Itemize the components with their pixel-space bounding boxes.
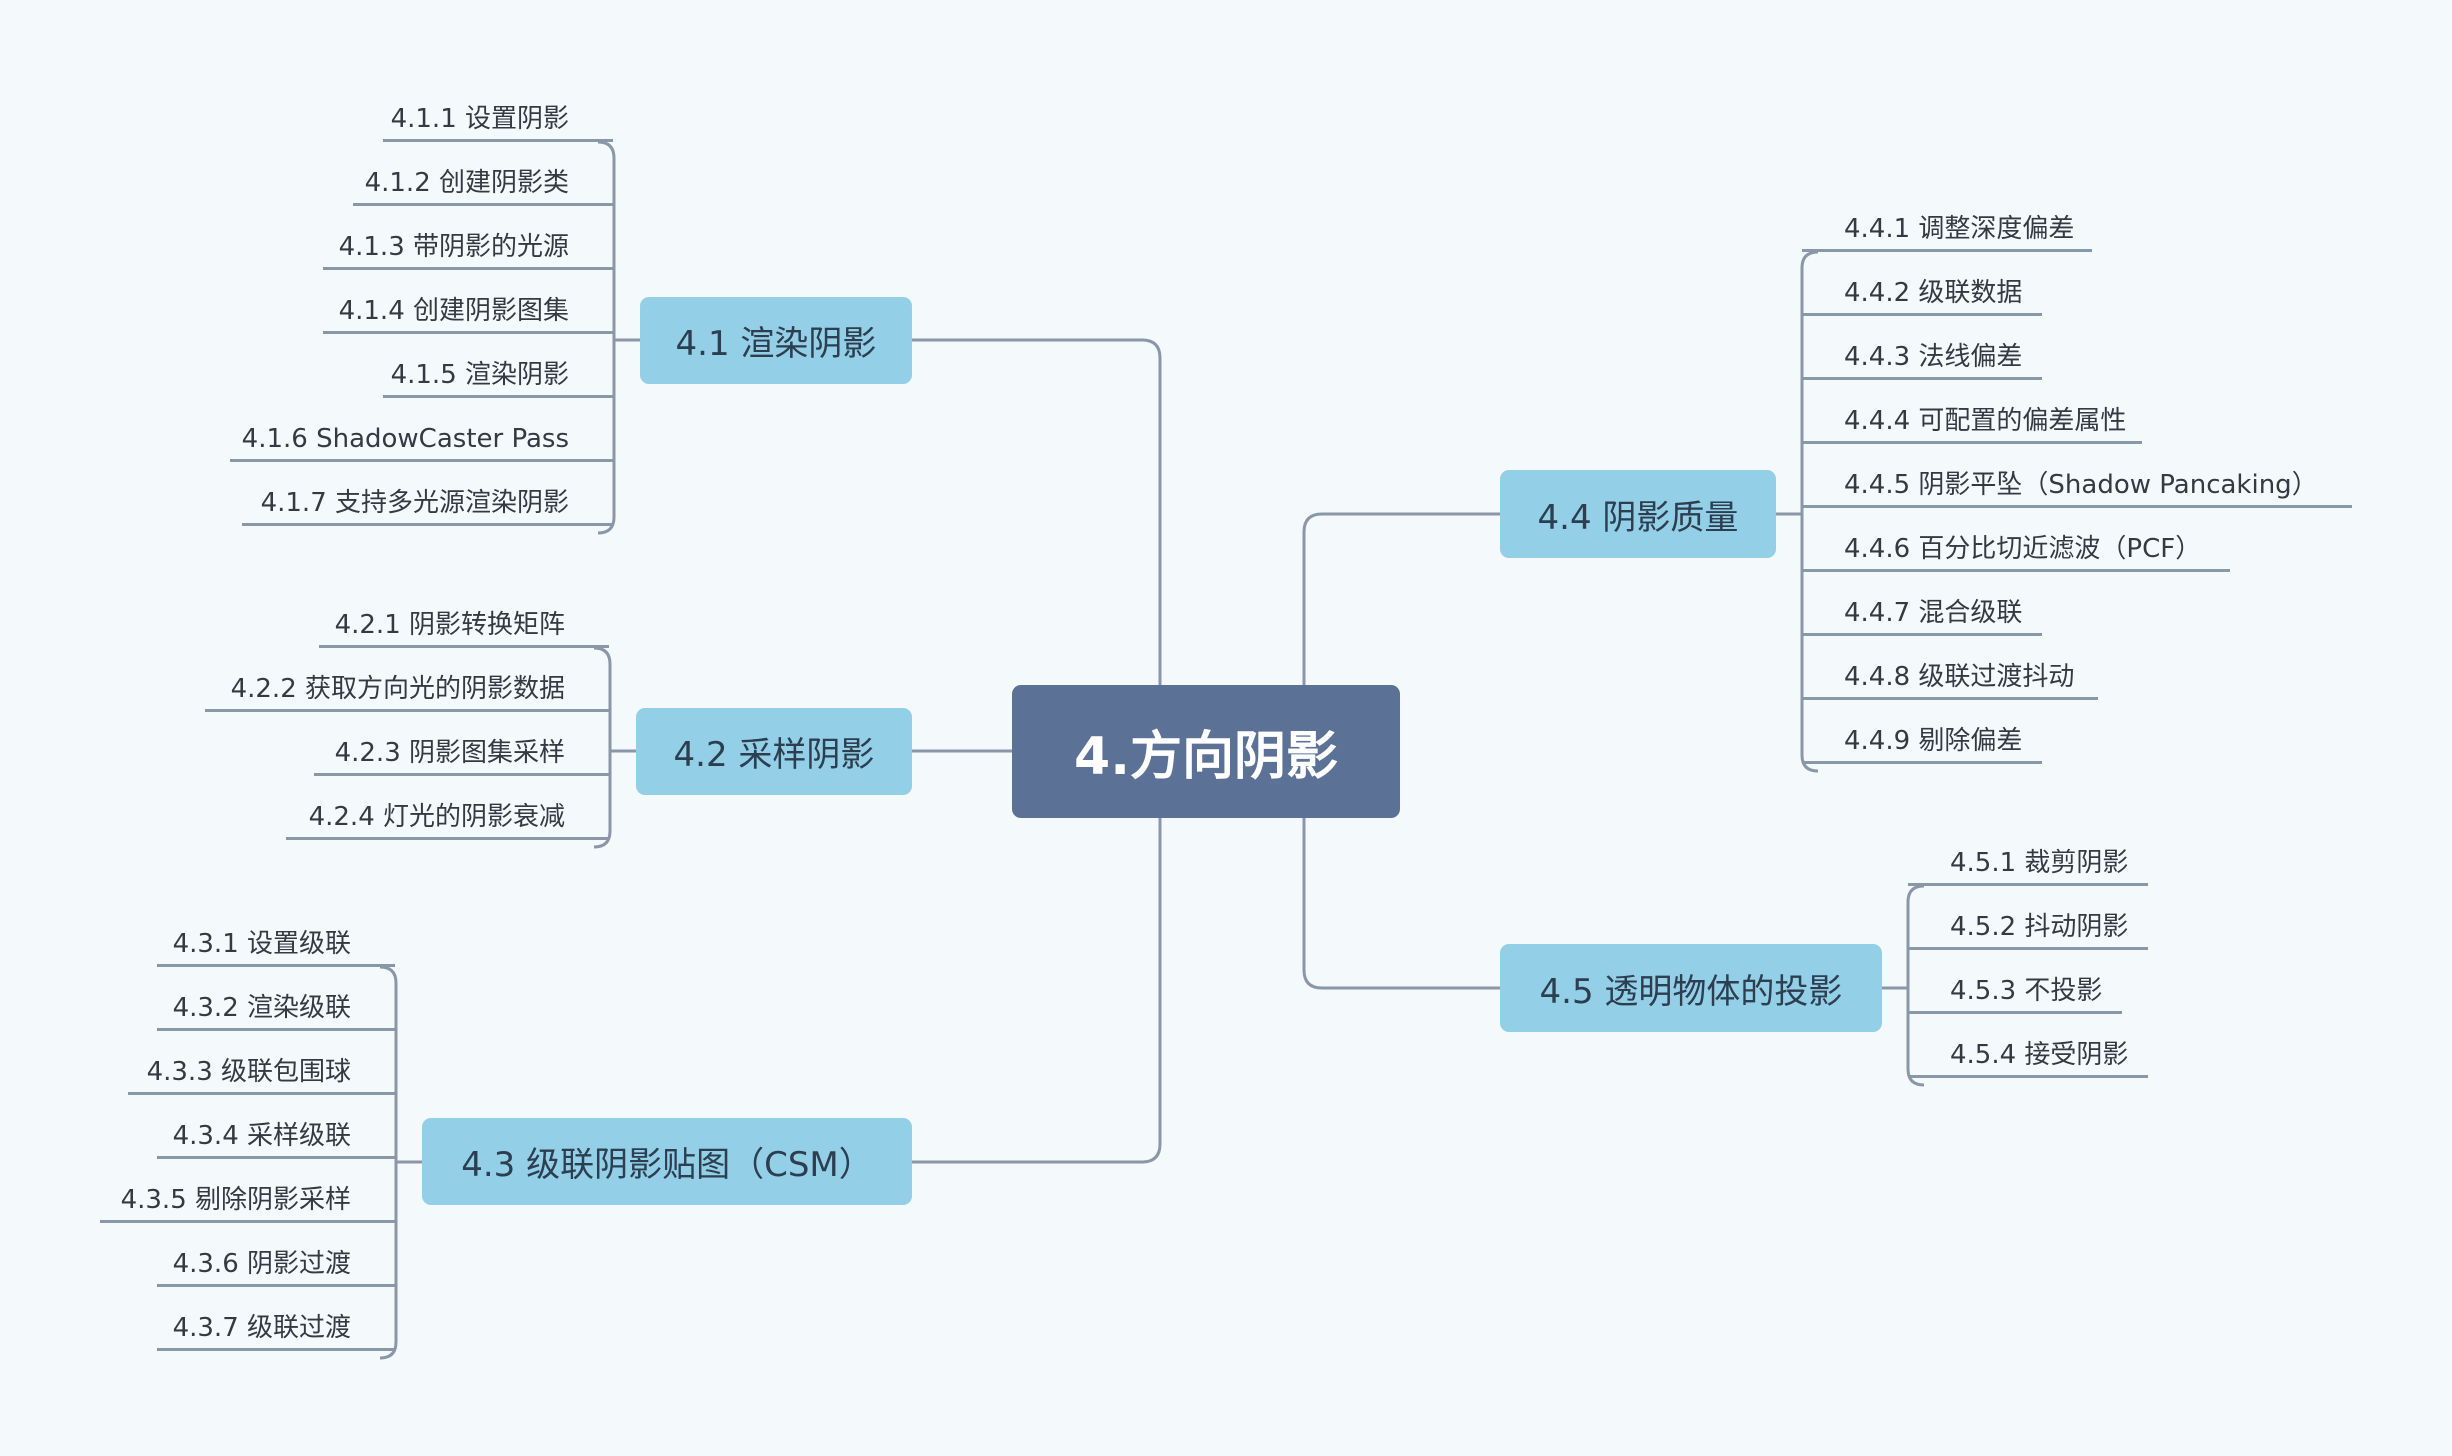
connector-line <box>379 983 398 1360</box>
leaf-topic-4-1-2[interactable]: 4.1.2 创建阴影类 <box>353 164 613 206</box>
leaf-topic-4-2-3[interactable]: 4.2.3 阴影图集采样 <box>314 734 609 776</box>
connector-line <box>1800 250 1819 269</box>
leaf-topic-label: 4.3.1 设置级联 <box>172 929 351 959</box>
leaf-topic-label: 4.4.8 级联过渡抖动 <box>1844 662 2075 692</box>
connector-line <box>593 646 612 665</box>
branch-topic-4-1[interactable]: 4.1 渲染阴影 <box>640 297 912 384</box>
branch-topic-label: 4.2 采样阴影 <box>673 735 875 775</box>
leaf-topic-label: 4.5.4 接受阴影 <box>1950 1040 2129 1070</box>
leaf-topic-label: 4.3.5 剔除阴影采样 <box>120 1185 351 1215</box>
connector-line <box>1302 512 1500 685</box>
root-topic[interactable]: 4.方向阴影 <box>1012 685 1400 818</box>
leaf-topic-4-4-1[interactable]: 4.4.1 调整深度偏差 <box>1802 210 2092 252</box>
leaf-topic-label: 4.4.4 可配置的偏差属性 <box>1844 406 2127 436</box>
leaf-topic-label: 4.4.1 调整深度偏差 <box>1844 214 2075 244</box>
leaf-topic-label: 4.2.3 阴影图集采样 <box>334 738 565 768</box>
leaf-topic-4-4-2[interactable]: 4.4.2 级联数据 <box>1802 274 2042 316</box>
leaf-topic-4-4-6[interactable]: 4.4.6 百分比切近滤波（PCF） <box>1802 530 2230 572</box>
connector-line <box>912 818 1162 1164</box>
branch-topic-label: 4.3 级联阴影贴图（CSM） <box>461 1145 873 1185</box>
leaf-topic-4-4-8[interactable]: 4.4.8 级联过渡抖动 <box>1802 658 2098 700</box>
leaf-topic-4-1-5[interactable]: 4.1.5 渲染阴影 <box>383 356 613 398</box>
leaf-topic-label: 4.4.6 百分比切近滤波（PCF） <box>1844 534 2202 564</box>
leaf-topic-label: 4.1.1 设置阴影 <box>390 104 569 134</box>
leaf-topic-4-3-5[interactable]: 4.3.5 剔除阴影采样 <box>100 1181 395 1223</box>
leaf-topic-label: 4.1.3 带阴影的光源 <box>338 232 569 262</box>
leaf-topic-label: 4.5.2 抖动阴影 <box>1950 912 2129 942</box>
leaf-topic-4-4-3[interactable]: 4.4.3 法线偏差 <box>1802 338 2042 380</box>
connector-line <box>1800 268 1819 773</box>
leaf-topic-4-1-3[interactable]: 4.1.3 带阴影的光源 <box>323 228 613 270</box>
leaf-topic-label: 4.3.4 采样级联 <box>172 1121 351 1151</box>
leaf-topic-4-3-1[interactable]: 4.3.1 设置级联 <box>157 925 395 967</box>
branch-topic-label: 4.1 渲染阴影 <box>675 324 877 364</box>
leaf-topic-label: 4.3.6 阴影过渡 <box>172 1249 351 1279</box>
leaf-topic-label: 4.3.2 渲染级联 <box>172 993 351 1023</box>
branch-topic-4-5[interactable]: 4.5 透明物体的投影 <box>1500 944 1882 1032</box>
leaf-topic-4-5-1[interactable]: 4.5.1 裁剪阴影 <box>1908 844 2148 886</box>
leaf-topic-4-2-4[interactable]: 4.2.4 灯光的阴影衰减 <box>286 798 609 840</box>
leaf-topic-4-4-5[interactable]: 4.4.5 阴影平坠（Shadow Pancaking） <box>1802 466 2352 508</box>
leaf-topic-4-1-7[interactable]: 4.1.7 支持多光源渲染阴影 <box>242 484 613 526</box>
connector-line <box>593 664 612 849</box>
leaf-topic-4-3-7[interactable]: 4.3.7 级联过渡 <box>157 1309 395 1351</box>
leaf-topic-label: 4.4.5 阴影平坠（Shadow Pancaking） <box>1844 470 2318 500</box>
leaf-topic-label: 4.3.3 级联包围球 <box>146 1057 351 1087</box>
branch-topic-4-4[interactable]: 4.4 阴影质量 <box>1500 470 1776 558</box>
leaf-topic-4-3-3[interactable]: 4.3.3 级联包围球 <box>128 1053 395 1095</box>
branch-topic-4-2[interactable]: 4.2 采样阴影 <box>636 708 912 795</box>
leaf-topic-label: 4.1.2 创建阴影类 <box>364 168 569 198</box>
leaf-topic-4-1-4[interactable]: 4.1.4 创建阴影图集 <box>323 292 613 334</box>
leaf-topic-4-2-1[interactable]: 4.2.1 阴影转换矩阵 <box>319 606 609 648</box>
leaf-topic-4-4-9[interactable]: 4.4.9 剔除偏差 <box>1802 722 2042 764</box>
leaf-topic-label: 4.5.1 裁剪阴影 <box>1950 848 2129 878</box>
leaf-topic-label: 4.2.2 获取方向光的阴影数据 <box>230 674 565 704</box>
connector-line <box>912 338 1162 685</box>
leaf-topic-label: 4.1.7 支持多光源渲染阴影 <box>260 488 569 518</box>
branch-topic-label: 4.4 阴影质量 <box>1537 497 1739 538</box>
root-topic-label: 4.方向阴影 <box>1074 727 1338 787</box>
branch-topic-4-3[interactable]: 4.3 级联阴影贴图（CSM） <box>422 1118 912 1205</box>
leaf-topic-4-4-4[interactable]: 4.4.4 可配置的偏差属性 <box>1802 402 2142 444</box>
connector-line <box>1906 902 1925 1087</box>
leaf-topic-4-4-7[interactable]: 4.4.7 混合级联 <box>1802 594 2042 636</box>
leaf-topic-label: 4.1.6 ShadowCaster Pass <box>241 424 569 454</box>
leaf-topic-label: 4.3.7 级联过渡 <box>172 1313 351 1343</box>
leaf-topic-4-1-1[interactable]: 4.1.1 设置阴影 <box>383 100 613 142</box>
connector-line <box>597 140 616 159</box>
connector-line <box>1302 818 1500 990</box>
leaf-topic-4-3-2[interactable]: 4.3.2 渲染级联 <box>157 989 395 1031</box>
leaf-topic-label: 4.4.3 法线偏差 <box>1844 342 2023 372</box>
connector-line <box>597 158 616 535</box>
leaf-topic-label: 4.1.4 创建阴影图集 <box>338 296 569 326</box>
leaf-topic-4-5-3[interactable]: 4.5.3 不投影 <box>1908 972 2122 1014</box>
leaf-topic-label: 4.4.9 剔除偏差 <box>1844 726 2023 756</box>
leaf-topic-label: 4.4.7 混合级联 <box>1844 598 2023 628</box>
leaf-topic-4-3-6[interactable]: 4.3.6 阴影过渡 <box>157 1245 395 1287</box>
leaf-topic-4-5-4[interactable]: 4.5.4 接受阴影 <box>1908 1036 2148 1078</box>
leaf-topic-4-3-4[interactable]: 4.3.4 采样级联 <box>157 1117 395 1159</box>
leaf-topic-label: 4.2.1 阴影转换矩阵 <box>334 610 565 640</box>
branch-topic-label: 4.5 透明物体的投影 <box>1539 971 1843 1012</box>
leaf-topic-label: 4.1.5 渲染阴影 <box>390 360 569 390</box>
leaf-topic-4-1-6[interactable]: 4.1.6 ShadowCaster Pass <box>230 420 613 462</box>
leaf-topic-4-5-2[interactable]: 4.5.2 抖动阴影 <box>1908 908 2148 950</box>
leaf-topic-label: 4.4.2 级联数据 <box>1844 278 2023 308</box>
connector-line <box>1906 884 1925 903</box>
connector-line <box>379 965 398 984</box>
leaf-topic-label: 4.2.4 灯光的阴影衰减 <box>308 802 565 832</box>
leaf-topic-4-2-2[interactable]: 4.2.2 获取方向光的阴影数据 <box>205 670 609 712</box>
leaf-topic-label: 4.5.3 不投影 <box>1950 976 2103 1006</box>
